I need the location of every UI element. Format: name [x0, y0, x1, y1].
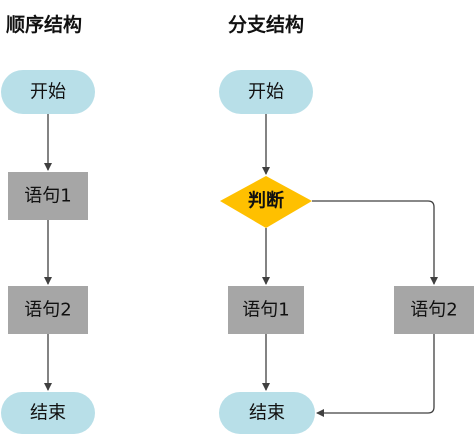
- branch-decision-label: 判断: [248, 190, 284, 212]
- seq-start-node: 开始: [1, 70, 95, 114]
- seq-end-node: 结束: [1, 392, 95, 434]
- branch-stmt1-label: 语句1: [242, 300, 289, 321]
- branch-arrow-stmt2-to-end: [316, 334, 435, 417]
- branch-stmt2-node: 语句2: [394, 286, 474, 334]
- branch-structure-title: 分支结构: [228, 14, 305, 36]
- branch-end-node: 结束: [219, 392, 315, 434]
- branch-end-label: 结束: [249, 403, 285, 424]
- seq-start-label: 开始: [30, 82, 66, 103]
- seq-stmt2-label: 语句2: [24, 300, 71, 321]
- branch-start-node: 开始: [219, 70, 313, 114]
- branch-stmt1-node: 语句1: [228, 286, 304, 334]
- sequence-structure-title: 顺序结构: [6, 14, 83, 36]
- branch-stmt2-label: 语句2: [410, 300, 457, 321]
- branch-start-label: 开始: [248, 82, 284, 103]
- seq-stmt1-node: 语句1: [8, 172, 88, 220]
- branch-decision-node: 判断: [220, 176, 312, 228]
- seq-stmt2-node: 语句2: [8, 286, 88, 334]
- branch-arrow-decision-to-stmt2: [312, 200, 438, 285]
- seq-end-label: 结束: [30, 403, 66, 424]
- seq-stmt1-label: 语句1: [24, 186, 71, 207]
